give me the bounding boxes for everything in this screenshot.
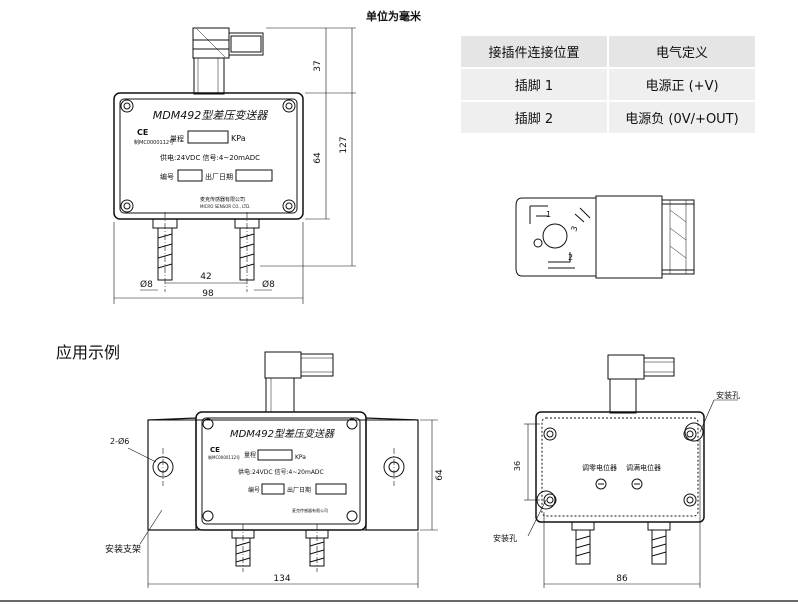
ce-mark: CE [137, 128, 148, 137]
span-pot-label: 调满电位器 [626, 463, 661, 472]
zero-pot-icon [595, 478, 607, 490]
housing-outline [113, 92, 304, 220]
dim-127: 127 [339, 136, 349, 153]
housing-lid [119, 98, 298, 214]
table-row: 插脚 1 电源正 (+V) [461, 67, 755, 100]
range-label: 量程 [170, 134, 184, 143]
pin-1-label: 1 [546, 210, 551, 219]
range-label-2: 量程 [244, 451, 256, 459]
dim-64: 64 [313, 152, 323, 164]
license-number: 制MC0000112号 [134, 139, 174, 146]
dim-phi8-right: Ø8 [262, 279, 275, 290]
maker-name-2: 麦克传感器有限公司 [292, 507, 328, 513]
pin-3-label: 3 [569, 225, 579, 233]
ce-mark-2: CE [210, 446, 220, 454]
range-unit: KPa [231, 134, 246, 143]
dim-36: 36 [513, 461, 522, 471]
connector-face-view: 1 2 3 [515, 195, 695, 279]
callout-bracket: 安装支架 [105, 543, 141, 555]
range-unit-2: KPa [295, 454, 306, 461]
supply-spec-2: 供电:24VDC 信号:4~20mADC [238, 468, 324, 476]
table-cell: 插脚 1 [461, 67, 607, 100]
table-cell: 电源负 (0V/+OUT) [609, 100, 755, 133]
maker-name: 麦克传感器有限公司 [200, 196, 245, 203]
span-pot-icon [631, 478, 643, 490]
center-lines [164, 212, 248, 292]
table-header-row: 接插件连接位置 电气定义 [461, 36, 755, 67]
table-row: 插脚 2 电源负 (0V/+OUT) [461, 100, 755, 133]
date-field [235, 169, 273, 182]
mount-hole-icon [684, 422, 704, 442]
callout-mount-hole-top: 安装孔 [716, 390, 740, 400]
maker-name-en: MICRO SENSOR CO., LTD. [200, 204, 251, 209]
mount-bracket-right [365, 417, 419, 531]
table-header-cell: 接插件连接位置 [461, 36, 607, 67]
callout-mount-hole-bottom: 安装孔 [493, 533, 517, 543]
dim-42: 42 [200, 272, 211, 282]
table-cell: 电源正 (+V) [609, 67, 755, 100]
connector-cap-inner [230, 35, 262, 53]
table-cell: 插脚 2 [461, 100, 607, 133]
date-label: 出厂日期 [205, 172, 233, 181]
serial-label-2: 编号 [248, 486, 260, 494]
device-title: MDM492型差压变送器 [153, 109, 268, 122]
pin-2-label: 2 [568, 253, 573, 262]
dim-98: 98 [202, 289, 214, 299]
section-title: 应用示例 [56, 343, 121, 362]
dim-134: 134 [273, 574, 290, 584]
dim-64-b: 64 [435, 469, 445, 481]
connection-table: 接插件连接位置 电气定义 插脚 1 电源正 (+V) 插脚 2 电源负 (0V/… [459, 36, 757, 133]
unit-note: 单位为毫米 [366, 10, 421, 23]
zero-pot-label: 调零电位器 [582, 463, 617, 472]
cable-gland [193, 57, 225, 95]
dim-phi8-left: Ø8 [140, 279, 153, 290]
dimension-lines [113, 27, 356, 304]
license-number-2: 制MC0000112号 [208, 454, 240, 460]
application-side-view: 调零电位器 调满电位器 36 86 安装孔 安装孔 [493, 354, 740, 588]
connector-cap [228, 32, 264, 56]
ground-icon [533, 238, 543, 248]
supply-spec: 供电:24VDC 信号:4~20mADC [160, 153, 260, 162]
table-header-cell: 电气定义 [609, 36, 755, 67]
date-label-2: 出厂日期 [287, 486, 311, 494]
serial-label: 编号 [160, 172, 174, 181]
dim-86: 86 [616, 574, 628, 584]
application-front-view: MDM492型差压变送器 CE 制MC0000112号 量程 KPa 供电:24… [105, 351, 445, 588]
callout-holes: 2-Ø6 [110, 436, 129, 446]
screw-icon [120, 99, 296, 213]
device-title-2: MDM492型差压变送器 [230, 428, 335, 440]
front-view: MDM492型差压变送器 CE 制MC0000112号 量程 KPa 供电:24… [113, 27, 356, 304]
serial-field [177, 169, 203, 182]
range-field [187, 130, 229, 144]
dim-37: 37 [313, 60, 323, 71]
